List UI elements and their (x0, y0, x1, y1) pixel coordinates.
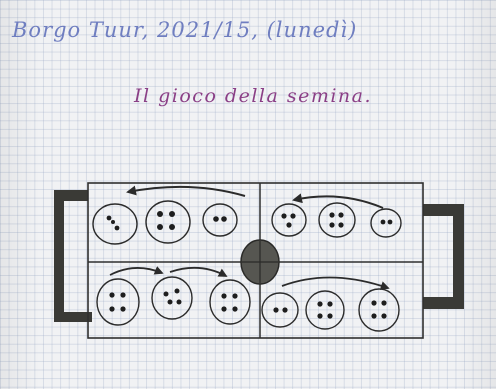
handwritten-title: Il gioco della semina. (134, 85, 373, 107)
pit (358, 288, 400, 332)
pit-seeds (371, 300, 387, 319)
pit (318, 202, 356, 238)
pit (209, 279, 251, 325)
pit (145, 200, 191, 244)
pit-seeds (157, 211, 175, 230)
right-handle (423, 204, 464, 309)
pit (151, 276, 193, 320)
pit-seeds (329, 212, 344, 228)
arrow-bottom-3 (281, 276, 390, 290)
pit (261, 292, 299, 328)
board-outline (87, 182, 424, 339)
pit-seeds (109, 292, 126, 312)
handwritten-header: Borgo Tuur, 2021/15, (lunedì) (12, 18, 358, 42)
pit (370, 208, 402, 238)
left-handle (54, 190, 92, 322)
pit-seeds (281, 213, 296, 228)
pit-seeds (163, 288, 182, 305)
pit (202, 203, 238, 237)
arrow-top-left (126, 185, 246, 197)
arrow-bottom-2 (169, 266, 228, 277)
pit-seeds (106, 215, 120, 231)
pit (92, 203, 138, 245)
pit (96, 278, 140, 326)
pit (271, 203, 307, 237)
pit (305, 290, 345, 330)
arrow-bottom-1 (109, 266, 164, 276)
pit-seeds (317, 301, 333, 319)
pit-seeds (221, 293, 238, 312)
arrow-top-right (292, 193, 384, 209)
pit-seeds (380, 219, 393, 225)
pit-seeds (213, 216, 227, 222)
pit-seeds (273, 307, 288, 313)
